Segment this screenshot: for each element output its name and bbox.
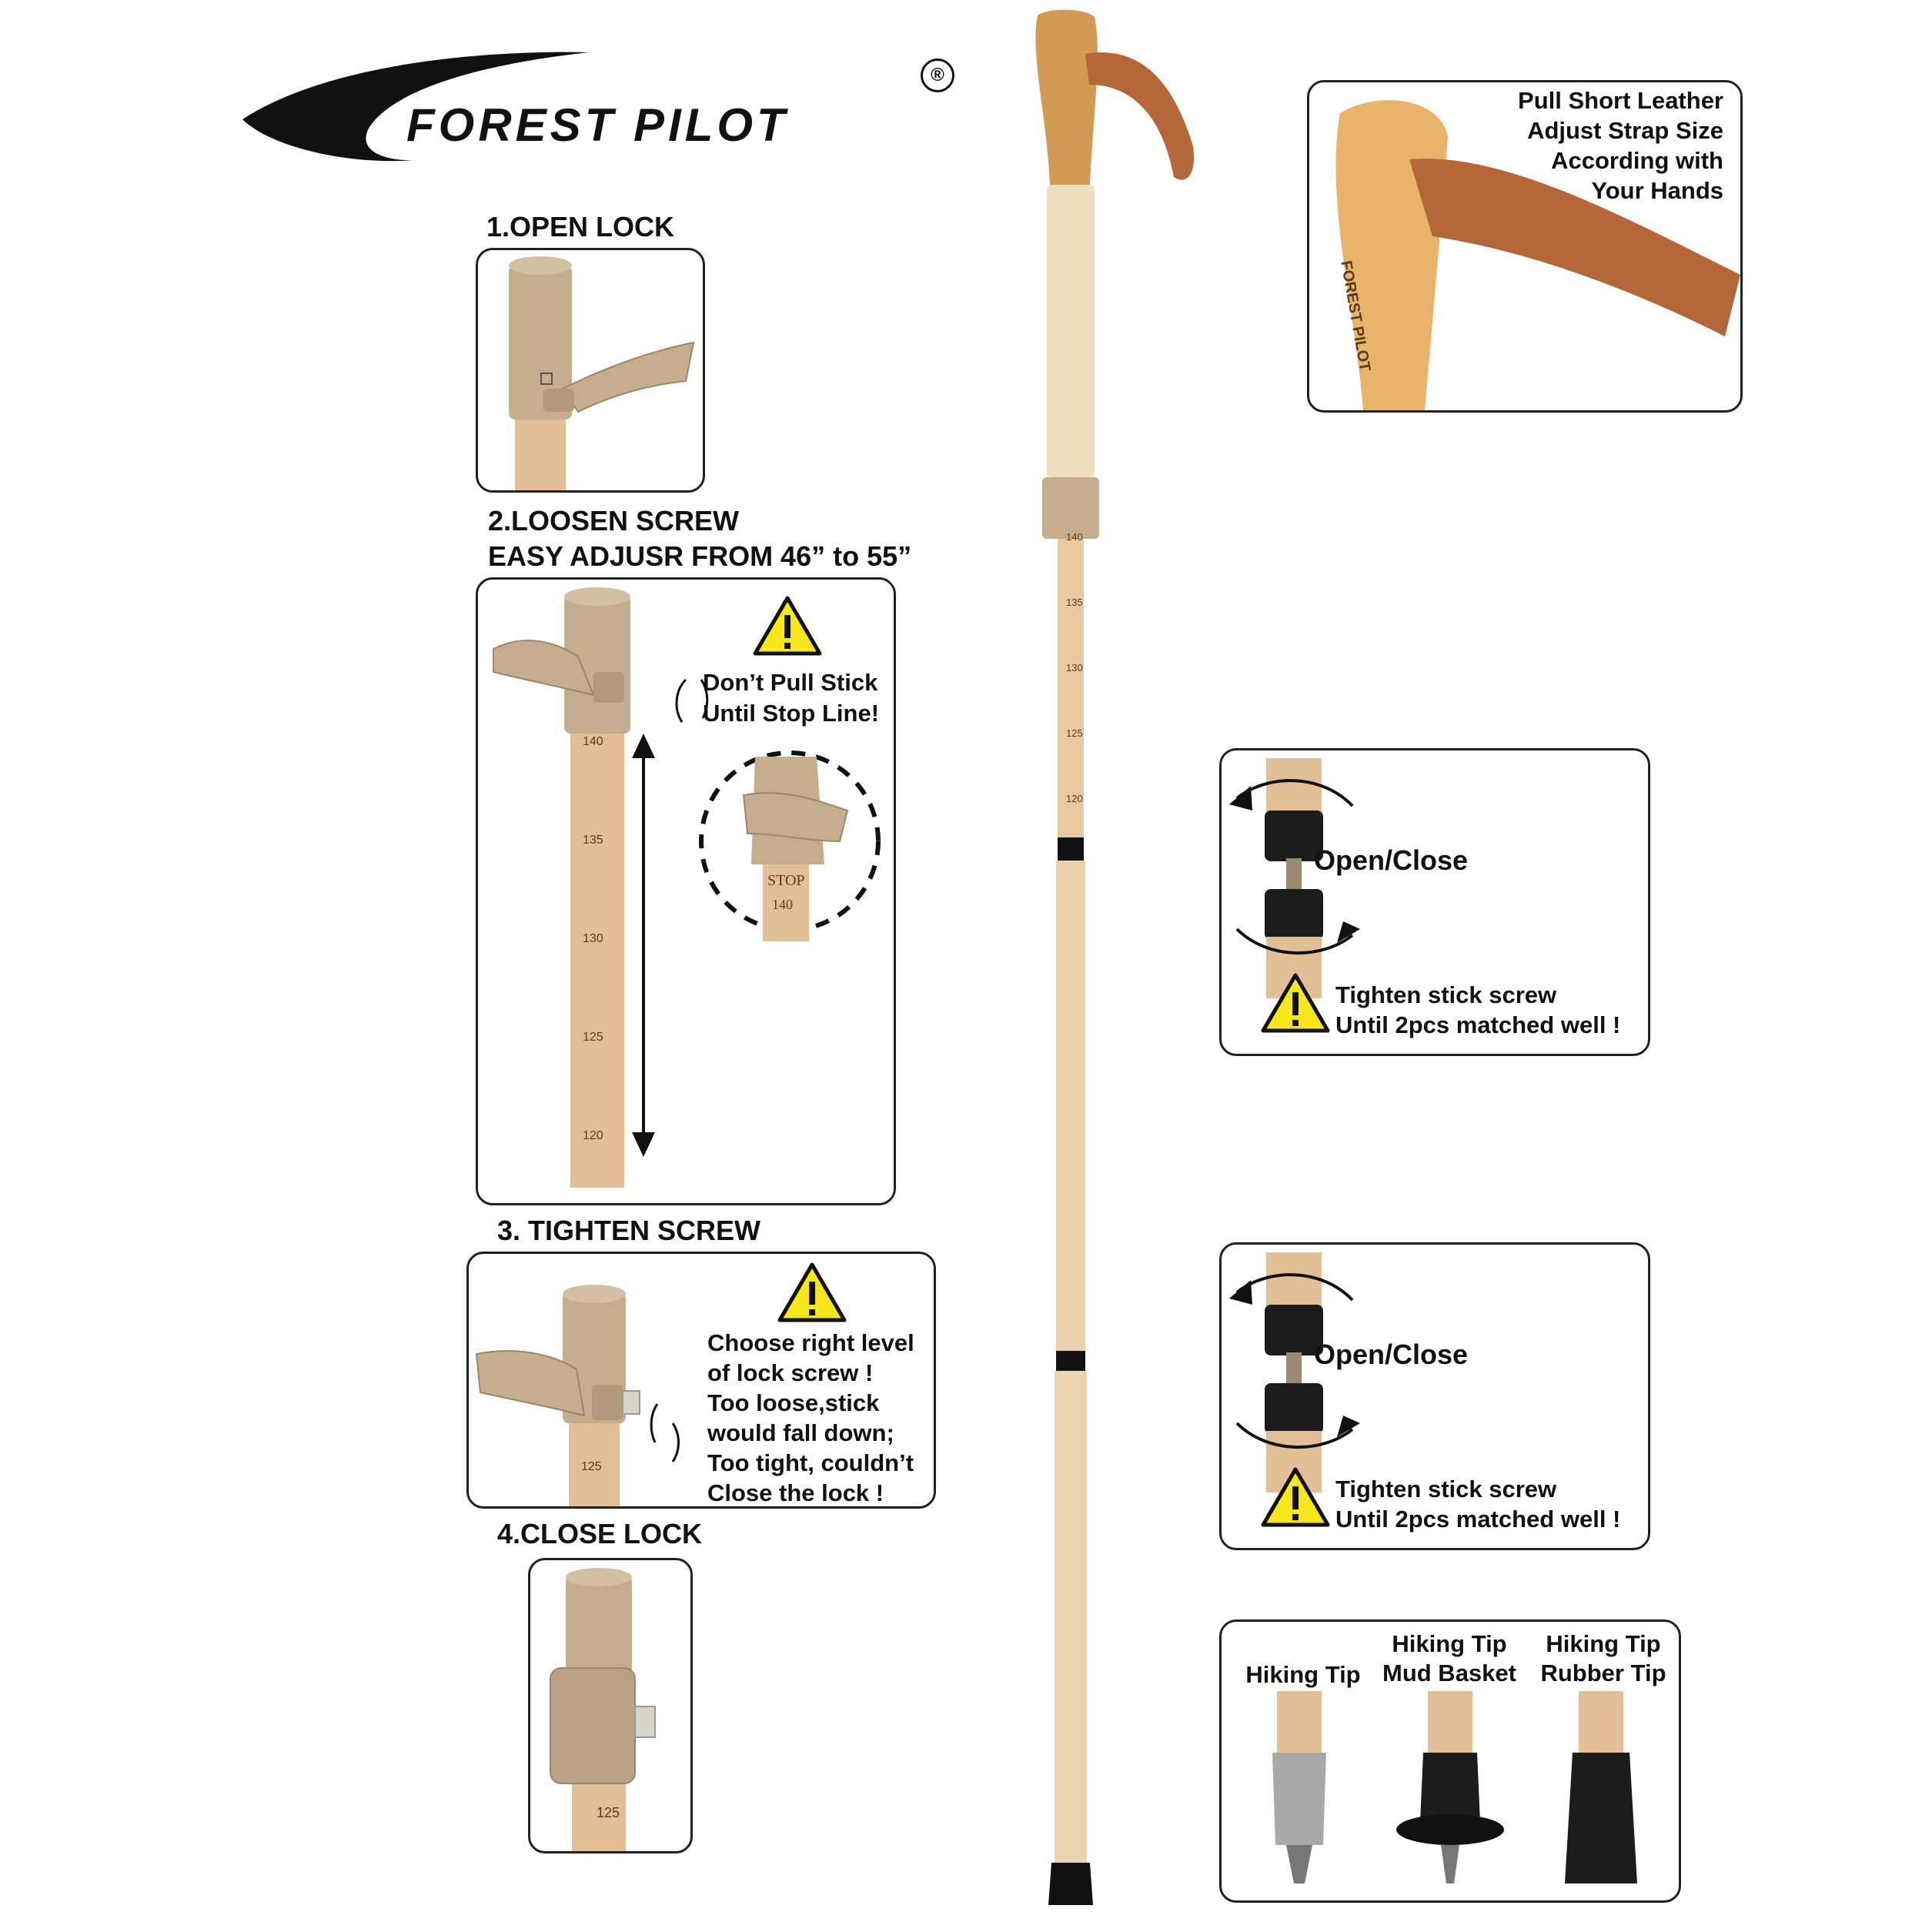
step2-subtitle: EASY ADJUSR FROM 46” to 55” <box>488 540 912 572</box>
step3-note-4: would fall down; <box>707 1419 894 1446</box>
tighten-screw-illustration <box>475 1285 680 1506</box>
scale-mark-140: 140 <box>583 735 603 748</box>
pole-scale-140: 140 <box>1066 531 1083 543</box>
step3-title: 3. TIGHTEN SCREW <box>497 1215 761 1246</box>
warning-icon <box>1261 973 1330 1033</box>
close-lock-illustration <box>550 1568 656 1851</box>
pole-illustration <box>1035 9 1194 1905</box>
joint-bottom-warning-1: Tighten stick screw <box>1335 1476 1557 1502</box>
strap-line-3: According with <box>1551 147 1723 174</box>
strap-line-1: Pull Short Leather <box>1518 87 1723 114</box>
step2-title: 2.LOOSEN SCREW <box>488 505 740 536</box>
tips-panel: Hiking Tip Hiking Tip Mud Basket Hiking … <box>1219 1619 1681 1903</box>
brand-name: FOREST PILOT <box>406 99 789 151</box>
strap-line-4: Your Hands <box>1591 177 1723 204</box>
step3-note-6: Close the lock ! <box>707 1479 884 1506</box>
step3-note-3: Too loose,stick <box>707 1389 880 1416</box>
warning-icon <box>753 596 822 656</box>
warning-icon <box>1261 1467 1330 1527</box>
step3-panel: 125 Choose right level of lock screw ! T… <box>466 1252 936 1509</box>
scale-mark-125: 125 <box>581 1460 602 1473</box>
joint-illustration <box>1229 1252 1360 1492</box>
tip2-label-line2: Mud Basket <box>1382 1660 1516 1686</box>
step1-title: 1.OPEN LOCK <box>486 211 675 242</box>
scale-mark-130: 130 <box>583 932 603 945</box>
warning-icon <box>777 1262 847 1322</box>
registered-mark: ® <box>921 58 954 92</box>
scale-mark-125: 125 <box>583 1031 603 1044</box>
step2-warning-line2: Until Stop Line! <box>703 700 880 727</box>
tip1-label: Hiking Tip <box>1245 1661 1361 1688</box>
logo-swoosh-icon <box>242 52 589 162</box>
open-lock-illustration <box>509 256 695 490</box>
pole-scale-130: 130 <box>1066 662 1083 674</box>
scale-mark-120: 120 <box>583 1129 603 1142</box>
stop-mark: 140 <box>772 897 793 912</box>
loosen-screw-illustration <box>493 587 881 1188</box>
strap-panel: FOREST PILOT Pull Short Leather Adjust S… <box>1307 80 1743 413</box>
pole-scale-120: 120 <box>1066 793 1083 804</box>
joint-bottom-label: Open/Close <box>1314 1339 1469 1370</box>
joint-top-warning-1: Tighten stick screw <box>1335 981 1557 1008</box>
tip3-label-line2: Rubber Tip <box>1540 1660 1666 1686</box>
joint-panel-top: Open/Close Tighten stick screw Until 2pc… <box>1219 748 1650 1056</box>
step4-title: 4.CLOSE LOCK <box>497 1518 703 1549</box>
step3-note-2: of lock screw ! <box>707 1359 874 1386</box>
joint-panel-bottom: Open/Close Tighten stick screw Until 2pc… <box>1219 1242 1650 1550</box>
step4-panel: 125 <box>528 1558 693 1853</box>
step3-note-1: Choose right level <box>707 1329 914 1356</box>
scale-mark-135: 135 <box>583 834 603 847</box>
scale-mark-125: 125 <box>597 1805 620 1820</box>
pole-scale-135: 135 <box>1066 597 1083 608</box>
step2-warning-line1: Don’t Pull Stick <box>703 669 878 696</box>
step3-note-5: Too tight, couldn’t <box>707 1449 914 1476</box>
step2-panel: 140 135 130 125 120 STOP 140 Don’t Pull … <box>476 577 896 1205</box>
stop-label: STOP <box>767 872 805 889</box>
joint-top-warning-2: Until 2pcs matched well ! <box>1335 1011 1621 1038</box>
tip2-label-line1: Hiking Tip <box>1392 1630 1507 1657</box>
tips-illustration <box>1272 1691 1637 1884</box>
pole-scale-125: 125 <box>1066 727 1083 739</box>
handle-strap-illustration <box>1335 100 1740 410</box>
joint-top-label: Open/Close <box>1314 844 1469 876</box>
tip3-label-line1: Hiking Tip <box>1546 1630 1661 1657</box>
strap-line-2: Adjust Strap Size <box>1527 117 1723 144</box>
joint-bottom-warning-2: Until 2pcs matched well ! <box>1335 1506 1621 1533</box>
step1-panel <box>476 248 705 493</box>
